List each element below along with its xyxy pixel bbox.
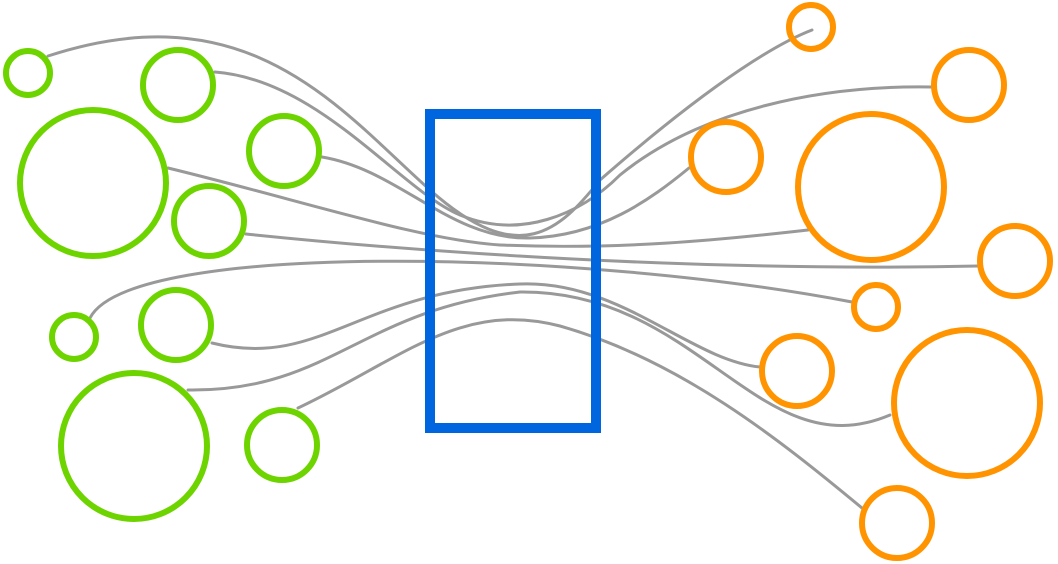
link: [166, 166, 810, 248]
target-node: [759, 333, 835, 409]
source-node: [138, 287, 214, 363]
target-node: [931, 47, 1007, 123]
links: [46, 28, 980, 510]
source-node: [58, 370, 210, 522]
link: [213, 70, 934, 227]
link: [296, 318, 864, 510]
hub-box: [425, 109, 601, 433]
link: [210, 282, 762, 369]
source-node: [140, 47, 216, 123]
target-node: [859, 485, 935, 561]
target-node: [795, 111, 947, 263]
source-node: [246, 113, 322, 189]
target-nodes: [688, 2, 1053, 561]
link: [88, 259, 854, 320]
source-node: [17, 107, 169, 259]
link: [46, 28, 814, 237]
target-node: [786, 2, 836, 52]
link: [244, 232, 980, 269]
target-node: [891, 327, 1043, 479]
source-node: [171, 183, 247, 259]
source-node: [3, 48, 53, 98]
source-node: [244, 407, 320, 483]
target-node: [977, 223, 1053, 299]
link: [186, 290, 892, 427]
link: [320, 155, 691, 240]
source-node: [49, 312, 99, 362]
target-node: [688, 119, 764, 195]
source-nodes: [3, 47, 322, 522]
target-node: [851, 282, 901, 332]
